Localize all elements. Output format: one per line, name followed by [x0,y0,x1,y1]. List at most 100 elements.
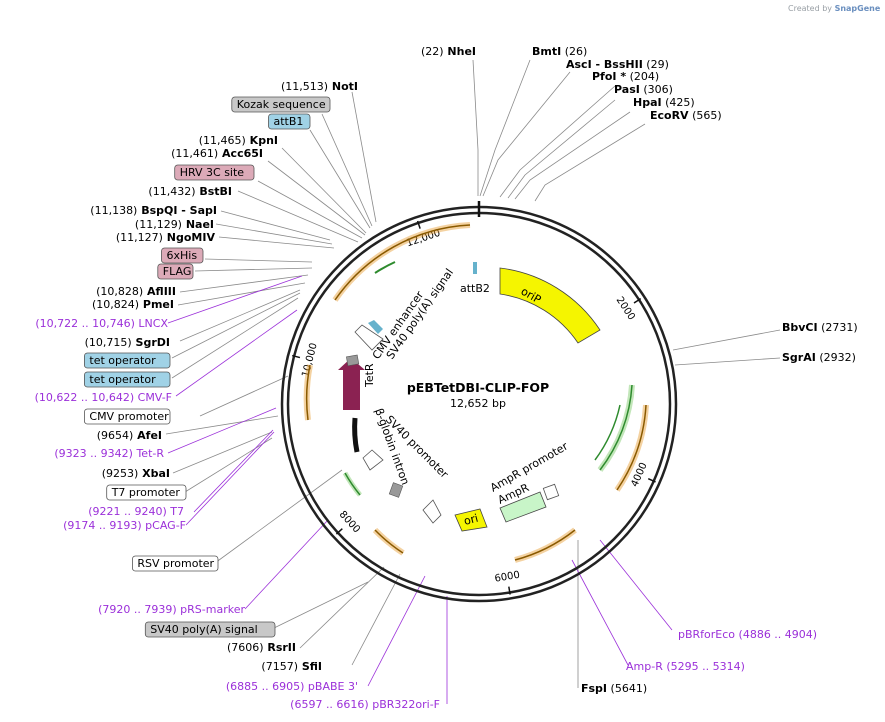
primer-label-text: (9174 .. 9193) pCAG-F [63,519,186,532]
feature-tag[interactable]: tet operator [84,371,171,388]
small-gray-feature-2[interactable] [388,482,404,498]
enzyme-name: BstBI [196,185,233,198]
primer-label[interactable]: (6885 .. 6905) pBABE 3' [226,680,358,693]
enzyme-label-text: (9253) XbaI [102,467,170,480]
orange-arc-1-line [334,224,471,301]
feature-tag[interactable]: FLAG [157,263,194,280]
orange-arc-left-line [305,364,311,421]
attB1-feature[interactable] [368,320,383,334]
feature-tag-box [268,113,311,130]
feature-tag-label: FLAG [163,265,192,278]
orange-arc-1[interactable] [332,222,471,302]
primer-label[interactable]: Amp-R (5295 .. 5314) [626,660,745,673]
tick-mark [291,354,301,359]
feature-tag[interactable]: T7 promoter [106,484,187,501]
tick-label: 8000 [337,509,362,535]
enzyme-label-text: BbvCI (2731) [782,321,858,334]
feature-tag-box [131,555,219,572]
feature-tag-box [106,484,187,501]
enzyme-label-text: (9654) AfeI [97,429,162,442]
enzyme-label-text: (10,824) PmeI [92,298,174,311]
tick-mark [416,220,421,229]
primer-name: LNCX [135,317,169,330]
primer-pos: (9323 .. 9342) [54,447,133,460]
cmv-enhancer-feature[interactable] [354,324,384,351]
enzyme-pos: (22) [421,45,444,58]
enzyme-label-text: BmtI (26) [532,45,587,58]
green-arc-right-2[interactable] [594,404,621,461]
oriP-feature[interactable] [499,267,601,344]
enzyme-label[interactable]: (9654) AfeI [97,429,162,442]
feature-tag[interactable]: Kozak sequence [231,96,331,113]
enzyme-label[interactable]: (7606) RsrII [227,641,296,654]
bglobin-intron-feature[interactable] [352,417,360,453]
attB2-feature[interactable] [473,262,477,274]
enzyme-label[interactable]: (7157) SfiI [261,660,322,673]
primer-label[interactable]: (7920 .. 7939) pRS-marker [98,603,245,616]
primer-label[interactable]: (6597 .. 6616) pBR322ori-F [290,698,440,711]
enzyme-label[interactable]: (10,824) PmeI [92,298,174,311]
feature-tag[interactable]: attB1 [268,113,311,130]
enzyme-label[interactable]: HpaI (425) [633,96,695,109]
feature-tag-label: Kozak sequence [237,98,326,111]
primer-label[interactable]: (9323 .. 9342) Tet-R [54,447,164,460]
enzyme-label[interactable]: BbvCI (2731) [782,321,858,334]
feature-tag-label: tet operator [89,373,156,386]
enzyme-label[interactable]: PasI (306) [614,83,673,96]
feature-tag[interactable]: CMV promoter [84,408,171,425]
small-white-feature-1[interactable] [362,449,384,471]
enzyme-label[interactable]: (11,465) KpnI [199,134,278,147]
green-arc-top[interactable] [374,261,396,274]
sv40-promoter-feature[interactable] [422,499,442,524]
primer-label[interactable]: (10,622 .. 10,642) CMV-F [35,391,172,404]
primer-pos: (4886 .. 4904) [735,628,817,641]
enzyme-label[interactable]: (22) NheI [421,45,476,58]
enzyme-label[interactable]: (11,513) NotI [281,80,358,93]
feature-tag[interactable]: tet operator [84,352,171,369]
enzyme-label[interactable]: EcoRV (565) [650,109,722,122]
enzyme-label[interactable]: (11,432) BstBI [148,185,232,198]
ampr-promoter-feature[interactable] [542,483,560,501]
enzyme-name: BbvCI [782,321,818,334]
primer-label[interactable]: (9174 .. 9193) pCAG-F [63,519,186,532]
enzyme-name: NaeI [182,218,214,231]
orange-arc-right-line [616,404,647,491]
orange-arc-bottom-right[interactable] [514,527,577,563]
enzyme-label[interactable]: (11,138) BspQI - SapI [90,204,217,217]
enzyme-label[interactable]: SgrAI (2932) [782,351,856,364]
enzyme-label[interactable]: (10,715) SgrDI [85,336,170,349]
primer-label[interactable]: (9221 .. 9240) T7 [88,505,184,518]
small-gray-feature-1[interactable] [346,354,360,367]
feature-tag[interactable]: HRV 3C site [174,164,255,181]
feature-tag[interactable]: 6xHis [161,247,204,264]
primer-label-text: (6885 .. 6905) pBABE 3' [226,680,358,693]
enzyme-label[interactable]: (11,129) NaeI [135,218,214,231]
enzyme-pos: (5641) [607,682,647,695]
enzyme-name: NheI [444,45,476,58]
primer-label-text: Amp-R (5295 .. 5314) [626,660,745,673]
primer-name: CMV-F [134,391,172,404]
feature-tag[interactable]: RSV promoter [131,555,219,572]
enzyme-label[interactable]: (10,828) AflIII [96,285,176,298]
ori-feature[interactable] [454,508,488,532]
green-arc-right-1[interactable] [597,384,635,472]
primer-pos: (9174 .. 9193) [63,519,142,532]
primer-name: Amp-R [626,660,663,673]
enzyme-label[interactable]: AscI - BssHII (29) [566,58,669,71]
enzyme-label[interactable]: (9253) XbaI [102,467,170,480]
attB2-label: attB2 [460,282,490,295]
primer-label[interactable]: (10,722 .. 10,746) LNCX [35,317,168,330]
enzyme-label[interactable]: FspI (5641) [581,682,647,695]
enzyme-label[interactable]: PfoI * (204) [592,70,659,83]
enzyme-label[interactable]: (11,461) Acc65I [171,147,263,160]
primer-label[interactable]: pBRforEco (4886 .. 4904) [678,628,817,641]
tetr-feature[interactable] [338,358,365,410]
primer-name: pBR322ori-F [369,698,440,711]
enzyme-label[interactable]: BmtI (26) [532,45,587,58]
ampr-feature[interactable] [499,491,547,523]
feature-tag[interactable]: SV40 poly(A) signal [144,621,276,638]
enzyme-pos: (306) [640,83,673,96]
enzyme-label[interactable]: (11,127) NgoMIV [116,231,216,244]
